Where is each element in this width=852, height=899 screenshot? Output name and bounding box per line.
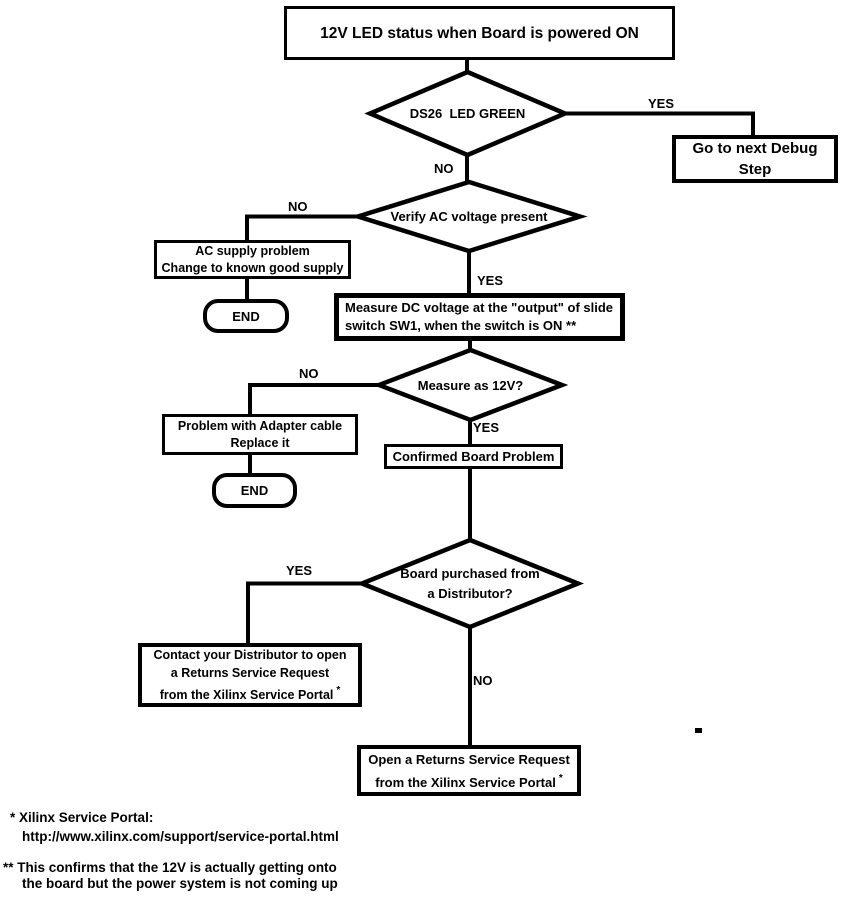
edge-label-d1-yes: YES xyxy=(648,96,675,111)
adapter-line1: Problem with Adapter cable xyxy=(177,418,343,433)
ac-supply-problem-node: AC supply problem Change to known good s… xyxy=(154,240,351,279)
start-node: 12V LED status when Board is powered ON xyxy=(284,6,675,60)
footnote-12v-confirm-line1: ** This confirms that the 12V is actuall… xyxy=(3,860,337,875)
adapter-cable-problem-node: Problem with Adapter cable Replace it xyxy=(162,414,358,455)
decision-distributor-shape xyxy=(355,537,585,630)
end-node-2-label: END xyxy=(240,483,269,498)
contact-line2: a Returns Service Request xyxy=(170,666,330,680)
edge-label-d1-no: NO xyxy=(434,161,454,176)
footnote-service-portal-url: http://www.xilinx.com/support/service-po… xyxy=(22,829,339,844)
end-node-2: END xyxy=(212,473,297,508)
confirmed-board-problem-node: Confirmed Board Problem xyxy=(384,444,563,469)
footnote-12v-confirm-line2: the board but the power system is not co… xyxy=(22,876,338,891)
decision-measure-12v-shape xyxy=(372,347,569,423)
contact-distributor-node: Contact your Distributor to open a Retur… xyxy=(138,643,362,707)
start-node-label: 12V LED status when Board is powered ON xyxy=(320,24,639,42)
measure-dc-voltage-node: Measure DC voltage at the "output" of sl… xyxy=(334,293,625,341)
edge-label-d4-no: NO xyxy=(473,673,493,688)
connector-d1-yes xyxy=(558,111,755,137)
end-node-1-label: END xyxy=(232,308,260,324)
edge-label-d3-yes: YES xyxy=(473,420,500,435)
contact-line1: Contact your Distributor to open xyxy=(153,648,347,662)
next-debug-step-node: Go to next Debug Step xyxy=(672,135,838,183)
edge-label-d3-no: NO xyxy=(299,366,319,381)
ac-supply-line2: Change to known good supply xyxy=(161,260,344,275)
confirmed-label: Confirmed Board Problem xyxy=(392,449,555,464)
footnote-marker-asterisk: * xyxy=(336,685,341,696)
edge-label-d2-no: NO xyxy=(288,199,308,214)
decision-ds26-led-green-shape xyxy=(364,69,571,158)
edge-label-d2-yes: YES xyxy=(477,273,504,288)
connector-d3-no xyxy=(248,383,384,416)
connector-d4-yes xyxy=(246,581,368,646)
measure-dc-line2: switch SW1, when the switch is ON ** xyxy=(345,318,577,333)
contact-line3: from the Xilinx Service Portal* xyxy=(159,685,341,702)
connector-d2-no xyxy=(245,214,366,241)
adapter-line2: Replace it xyxy=(230,435,290,450)
edge-label-d4-yes: YES xyxy=(286,563,313,578)
open-returns-line2: from the Xilinx Service Portal* xyxy=(375,772,563,790)
footnote-service-portal-title: * Xilinx Service Portal: xyxy=(10,810,154,825)
next-debug-step-line1: Go to next Debug xyxy=(692,140,818,157)
measure-dc-line1: Measure DC voltage at the "output" of sl… xyxy=(345,300,614,315)
next-debug-step-line2: Step xyxy=(738,161,772,178)
stray-dot xyxy=(695,728,702,733)
open-returns-line1: Open a Returns Service Request xyxy=(368,751,570,767)
open-returns-request-node: Open a Returns Service Request from the … xyxy=(357,745,581,796)
end-node-1: END xyxy=(203,299,289,333)
ac-supply-line1: AC supply problem xyxy=(195,243,310,258)
decision-verify-ac-shape xyxy=(350,179,588,254)
footnote-marker-asterisk: * xyxy=(558,772,563,784)
